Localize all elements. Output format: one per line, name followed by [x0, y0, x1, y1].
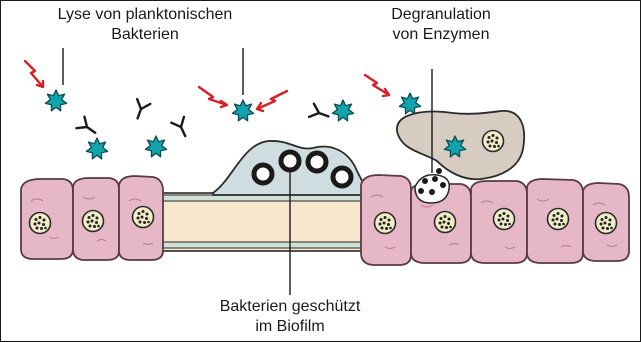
granule [418, 188, 424, 194]
bacterium [145, 136, 166, 157]
lightning-icon [257, 91, 287, 111]
biofilm-label-line2: im Biofilm [195, 317, 385, 337]
granule [429, 189, 435, 195]
nucleus [548, 209, 569, 230]
lysis-label-line2: Bakterien [15, 25, 275, 45]
bacterium [86, 138, 107, 159]
neutrophil-nucleus [483, 131, 504, 152]
degranulation-label-line1: Degranulation [381, 5, 501, 25]
bacterium [45, 90, 66, 111]
lysis-label: Lyse von planktonischen Bakterien [15, 5, 275, 45]
lightning-icon [25, 61, 43, 87]
granule [436, 168, 442, 174]
bacterium [232, 100, 253, 121]
lightning-icon [365, 75, 389, 96]
nucleus [494, 209, 515, 230]
degranulation-label-line2: von Enzymen [381, 25, 501, 45]
nucleus [30, 213, 51, 234]
granule [440, 182, 446, 188]
planktonic-bacteria [45, 90, 420, 159]
lightning-icon [199, 87, 227, 107]
antibodies [76, 99, 330, 139]
granule [432, 176, 438, 182]
antibody [131, 99, 150, 121]
nucleus [83, 211, 104, 232]
biofilm-label-line1: Bakterien geschützt [195, 297, 385, 317]
antibody [76, 117, 99, 139]
degranulation-label: Degranulation von Enzymen [381, 5, 501, 45]
granules [415, 168, 449, 203]
nucleus [133, 207, 154, 228]
antibody [171, 117, 191, 139]
nucleus [596, 213, 617, 234]
nucleus [435, 212, 456, 233]
biofilm-bacterium [308, 153, 326, 171]
bacterium [332, 100, 353, 121]
granule [422, 178, 428, 184]
bacterium [399, 93, 420, 114]
antibody [309, 104, 331, 123]
lysis-label-line1: Lyse von planktonischen [15, 5, 275, 25]
biofilm-bacterium [281, 152, 299, 170]
basal-line-bottom [161, 242, 366, 248]
biofilm-label: Bakterien geschützt im Biofilm [195, 297, 385, 337]
nucleus [375, 213, 396, 234]
biofilm-bacterium [333, 168, 351, 186]
biofilm-bacterium [254, 165, 272, 183]
